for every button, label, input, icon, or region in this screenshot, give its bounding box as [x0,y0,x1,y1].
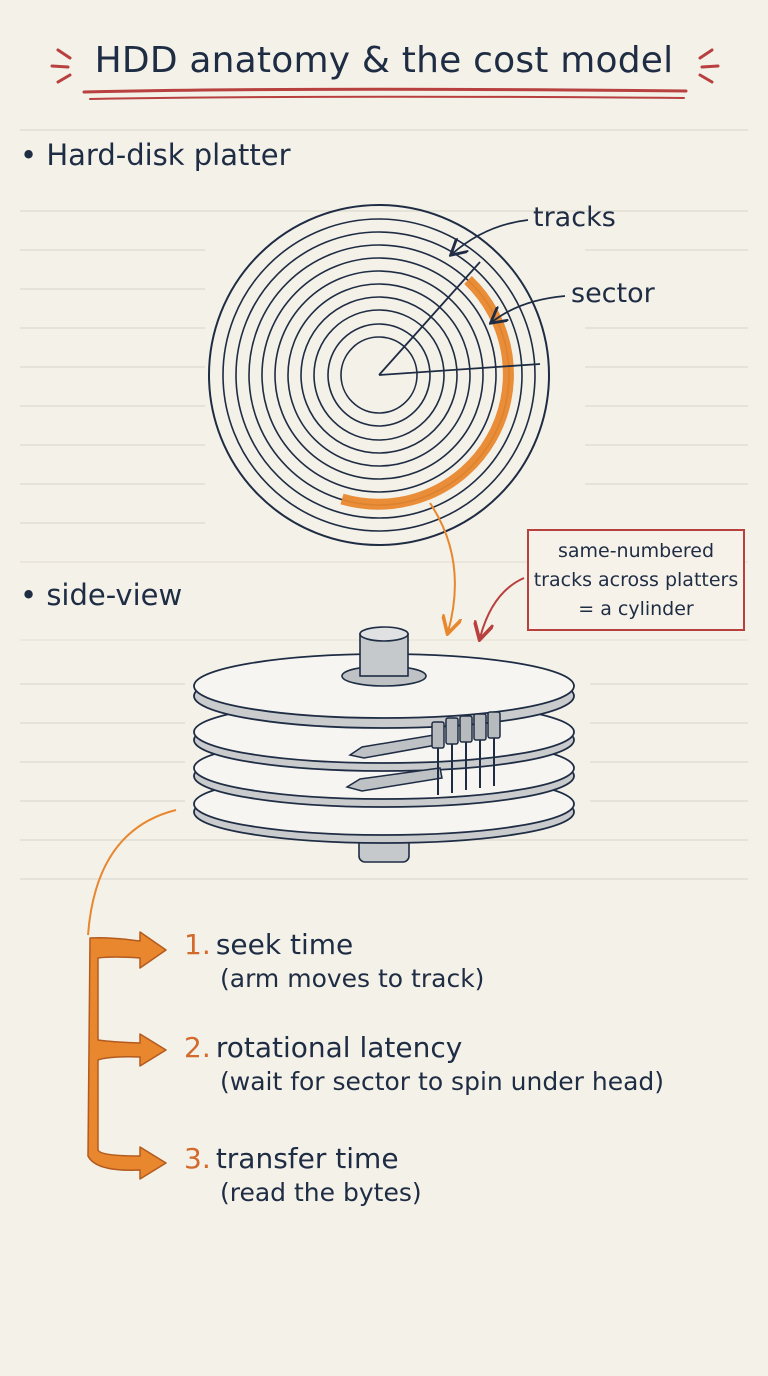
section-side-view-label: side-view [46,578,183,612]
title-decoration [50,48,720,100]
actuator-arms [345,711,501,795]
step-title: rotational latency [215,1031,463,1064]
sector-highlight [340,276,514,510]
steps-bracket-arrows [87,931,167,1180]
tracks-arrow [452,219,529,254]
section-side-view: • side-view [20,578,183,612]
step-title: transfer time [215,1142,399,1175]
platter-stack [193,626,575,863]
step-detail: (wait for sector to spin under head) [220,1067,665,1096]
step-detail: (arm moves to track) [220,964,485,993]
cylinder-note-line: same-numbered [557,540,715,562]
sector-label: sector [571,278,655,309]
section-platter: • Hard-disk platter [20,138,291,172]
cylinder-note-line: = a cylinder [578,598,694,620]
step-seek: 1. seek time [184,928,353,961]
sector-arrow [492,295,566,322]
tracks-label: tracks [533,202,616,233]
step-number: 1. [184,928,211,961]
step-number: 2. [184,1031,211,1064]
steps-bracket [87,809,177,936]
section-platter-label: Hard-disk platter [46,138,291,172]
sector-wedge [378,261,541,376]
cylinder-note-line: tracks across platters [533,569,739,591]
step-rotational: 2. rotational latency [184,1031,462,1064]
step-transfer: 3. transfer time [184,1142,399,1175]
platter-to-side-arrow [429,502,455,632]
step-title: seek time [215,928,354,961]
page-title: HDD anatomy & the cost model [94,40,674,81]
cylinder-note: same-numbered tracks across platters = a… [527,529,745,631]
step-detail: (read the bytes) [220,1178,422,1207]
cylinder-arrow [480,577,525,638]
step-number: 3. [184,1142,211,1175]
